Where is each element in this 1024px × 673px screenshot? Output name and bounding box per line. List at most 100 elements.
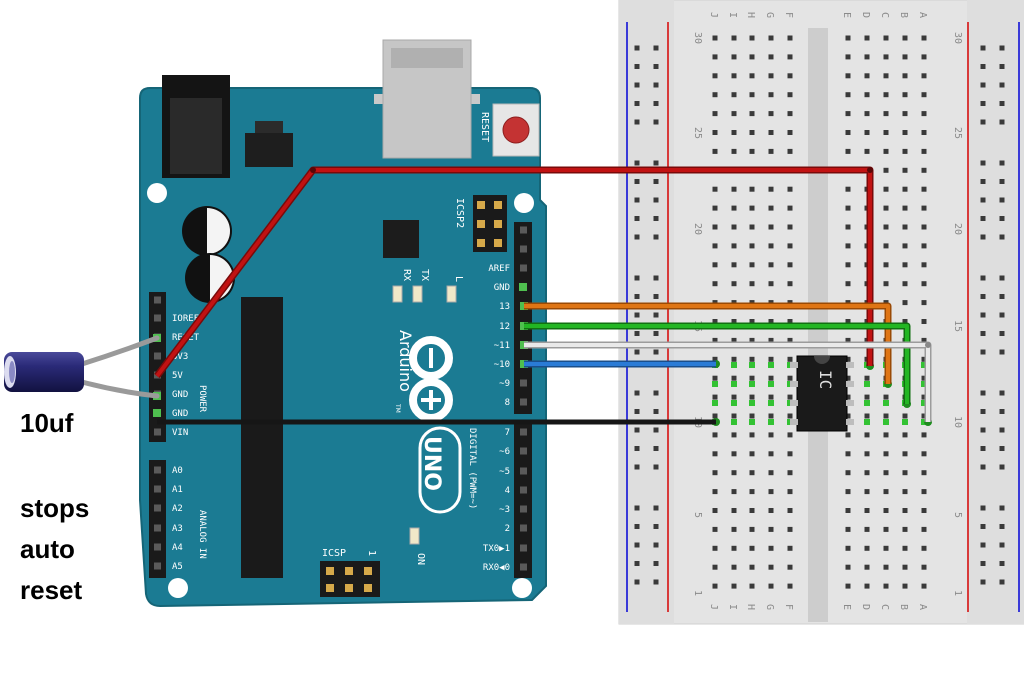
breadboard-hole bbox=[921, 186, 927, 192]
row-number: 15 bbox=[952, 320, 963, 332]
rail-hole bbox=[634, 390, 640, 396]
breadboard-hole bbox=[864, 413, 870, 419]
breadboard-hole bbox=[845, 224, 851, 230]
breadboard-hole bbox=[731, 470, 737, 476]
active-pin bbox=[519, 283, 527, 291]
breadboard-hole bbox=[787, 111, 793, 117]
mounting-hole bbox=[168, 578, 188, 598]
breadboard-hole bbox=[749, 413, 755, 419]
breadboard-hole bbox=[921, 167, 927, 173]
breadboard-hole bbox=[864, 73, 870, 79]
rail-hole bbox=[999, 119, 1005, 125]
breadboard-hole bbox=[749, 92, 755, 98]
arduino-board: IOREFRESET3V35VGNDGNDVINA0A1A2A3A4A5AREF… bbox=[139, 39, 932, 608]
breadboard-hole bbox=[731, 337, 737, 343]
breadboard-hole bbox=[921, 224, 927, 230]
breadboard-hole bbox=[787, 281, 793, 287]
breadboard-hole bbox=[768, 583, 774, 589]
pin-label: 4 bbox=[505, 486, 510, 496]
note-line: reset bbox=[20, 575, 83, 605]
header-hole bbox=[520, 563, 527, 571]
breadboard-hole bbox=[749, 54, 755, 60]
rail-hole bbox=[999, 446, 1005, 451]
breadboard-hole bbox=[864, 564, 870, 570]
breadboard-hole bbox=[902, 413, 908, 419]
breadboard-hole bbox=[712, 35, 718, 41]
breadboard-hole bbox=[902, 470, 908, 476]
breadboard-hole bbox=[845, 35, 851, 41]
breadboard-hole bbox=[902, 130, 908, 135]
rail-hole bbox=[980, 390, 986, 396]
ic-label: IC bbox=[816, 370, 835, 389]
connected-hole bbox=[921, 362, 927, 368]
breadboard-hole bbox=[731, 394, 737, 400]
breadboard-hole bbox=[902, 451, 908, 457]
mounting-hole bbox=[514, 193, 534, 213]
connected-hole bbox=[864, 419, 870, 425]
row-number: 25 bbox=[692, 127, 703, 139]
breadboard-hole bbox=[731, 508, 737, 513]
connected-hole bbox=[768, 362, 774, 368]
rail-hole bbox=[634, 64, 640, 69]
header-hole bbox=[520, 447, 527, 455]
rail-hole bbox=[634, 82, 640, 88]
active-pin bbox=[153, 409, 161, 417]
breadboard-hole bbox=[768, 545, 774, 551]
rail-hole bbox=[634, 294, 640, 299]
header-hole bbox=[154, 543, 161, 551]
breadboard-hole bbox=[845, 243, 851, 249]
column-letter: E bbox=[841, 12, 852, 18]
breadboard-hole bbox=[749, 186, 755, 192]
breadboard-hole bbox=[768, 54, 774, 60]
breadboard-hole bbox=[731, 130, 737, 135]
reset-button[interactable] bbox=[502, 116, 530, 144]
rail-hole bbox=[999, 524, 1005, 529]
ic-pin bbox=[846, 381, 854, 387]
icsp-pin bbox=[364, 584, 372, 592]
rx-text: RX bbox=[401, 269, 412, 281]
breadboard-hole bbox=[768, 205, 774, 211]
breadboard-hole bbox=[712, 545, 718, 551]
tx-led bbox=[412, 285, 423, 303]
l-text: L bbox=[453, 276, 464, 282]
breadboard-hole bbox=[768, 489, 774, 495]
connected-hole bbox=[731, 419, 737, 425]
breadboard-hole bbox=[768, 262, 774, 268]
breadboard-hole bbox=[712, 432, 718, 438]
connected-hole bbox=[902, 419, 908, 425]
capacitor-label: 10uf bbox=[20, 408, 74, 438]
breadboard-hole bbox=[768, 186, 774, 192]
rail-hole bbox=[653, 427, 659, 433]
breadboard-hole bbox=[864, 545, 870, 551]
breadboard-hole bbox=[712, 489, 718, 495]
breadboard-hole bbox=[883, 281, 889, 287]
breadboard-hole bbox=[883, 432, 889, 438]
breadboard-hole bbox=[883, 186, 889, 192]
breadboard-hole bbox=[921, 413, 927, 419]
breadboard-hole bbox=[731, 186, 737, 192]
breadboard-hole bbox=[883, 167, 889, 173]
breadboard-hole bbox=[787, 470, 793, 476]
wire-bend-point bbox=[925, 342, 931, 348]
breadboard-hole bbox=[864, 508, 870, 513]
breadboard-hole bbox=[787, 205, 793, 211]
breadboard-hole bbox=[845, 451, 851, 457]
ic-pin bbox=[790, 400, 798, 406]
rail-hole bbox=[653, 446, 659, 451]
breadboard-hole bbox=[902, 167, 908, 173]
ic-pin bbox=[790, 419, 798, 425]
header-hole bbox=[520, 379, 527, 387]
breadboard-hole bbox=[787, 356, 793, 362]
pin-label: 8 bbox=[505, 398, 510, 408]
rail-hole bbox=[634, 524, 640, 529]
pin-label: 7 bbox=[505, 428, 510, 438]
breadboard-hole bbox=[883, 489, 889, 495]
connected-hole bbox=[731, 362, 737, 368]
breadboard-hole bbox=[768, 432, 774, 438]
connected-hole bbox=[749, 400, 755, 406]
breadboard-hole bbox=[921, 130, 927, 135]
rail-hole bbox=[999, 179, 1005, 184]
breadboard-hole bbox=[731, 432, 737, 438]
rail-hole bbox=[999, 45, 1005, 51]
breadboard-hole bbox=[902, 92, 908, 98]
